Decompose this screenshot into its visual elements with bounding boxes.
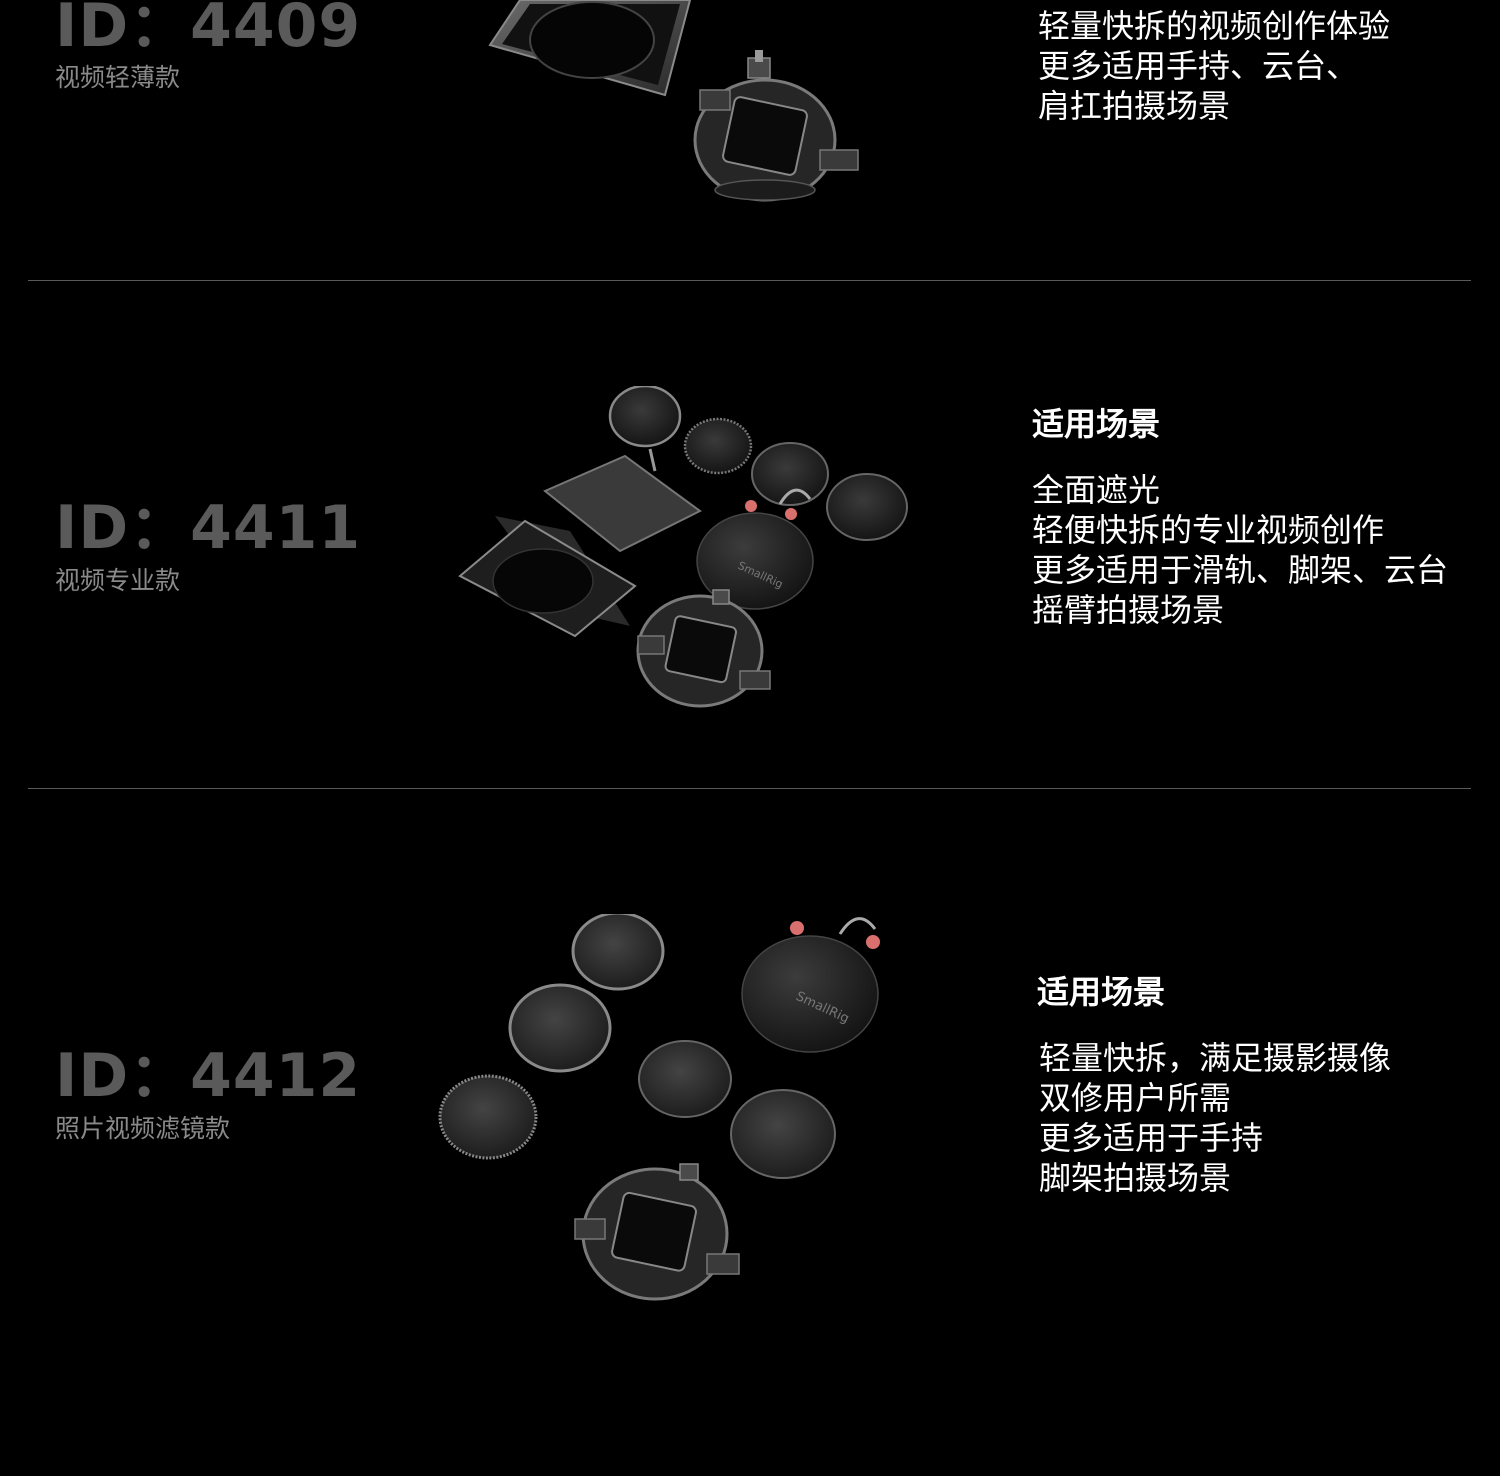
scene-line: 轻量快拆的视频创作体验 [1038,7,1391,45]
scene-line: 脚架拍摄场景 [1039,1159,1232,1197]
scene-line: 双修用户所需 [1039,1079,1232,1117]
product-id: ID：4412 [55,1041,362,1111]
scene-line: 摇臂拍摄场景 [1032,591,1225,629]
scene-line: 全面遮光 [1032,471,1161,509]
scene-description: 轻量快拆，满足摄影摄像 双修用户所需 更多适用于手持 脚架拍摄场景 [1039,1038,1391,1198]
matte-box-lite-kit-image [480,0,880,215]
scene-description: 全面遮光 轻便快拆的专业视频创作 更多适用于滑轨、脚架、云台 摇臂拍摄场景 [1032,470,1448,630]
section-divider [28,788,1471,789]
product-section-4409: ID：4409 视频轻薄款 轻量快拆的视频创作体验 更多适用手 [0,0,1500,280]
product-section-4411: ID：4411 视频专业款 [0,281,1500,788]
product-id: ID：4411 [55,493,362,563]
scene-line: 轻便快拆的专业视频创作 [1032,511,1385,549]
product-id: ID：4409 [55,0,362,61]
scene-line: 更多适用于滑轨、脚架、云台 [1032,551,1449,589]
product-name: 视频轻薄款 [55,63,181,92]
product-name: 照片视频滤镜款 [55,1114,231,1143]
matte-box-pro-kit-image: SmallRig [455,386,925,726]
filter-kit-image: SmallRig [435,914,905,1309]
scene-line: 更多适用手持、云台、 [1038,47,1359,85]
scene-description: 轻量快拆的视频创作体验 更多适用手持、云台、 肩扛拍摄场景 [1038,6,1390,126]
scene-line: 更多适用于手持 [1039,1119,1264,1157]
product-section-4412: ID：4412 照片视频滤镜款 [0,789,1500,1476]
section-divider [28,280,1471,281]
scene-line: 轻量快拆，满足摄影摄像 [1039,1039,1392,1077]
scene-title: 适用场景 [1037,973,1166,1011]
scene-line: 肩扛拍摄场景 [1038,87,1231,125]
scene-title: 适用场景 [1032,405,1161,443]
product-name: 视频专业款 [55,566,181,595]
